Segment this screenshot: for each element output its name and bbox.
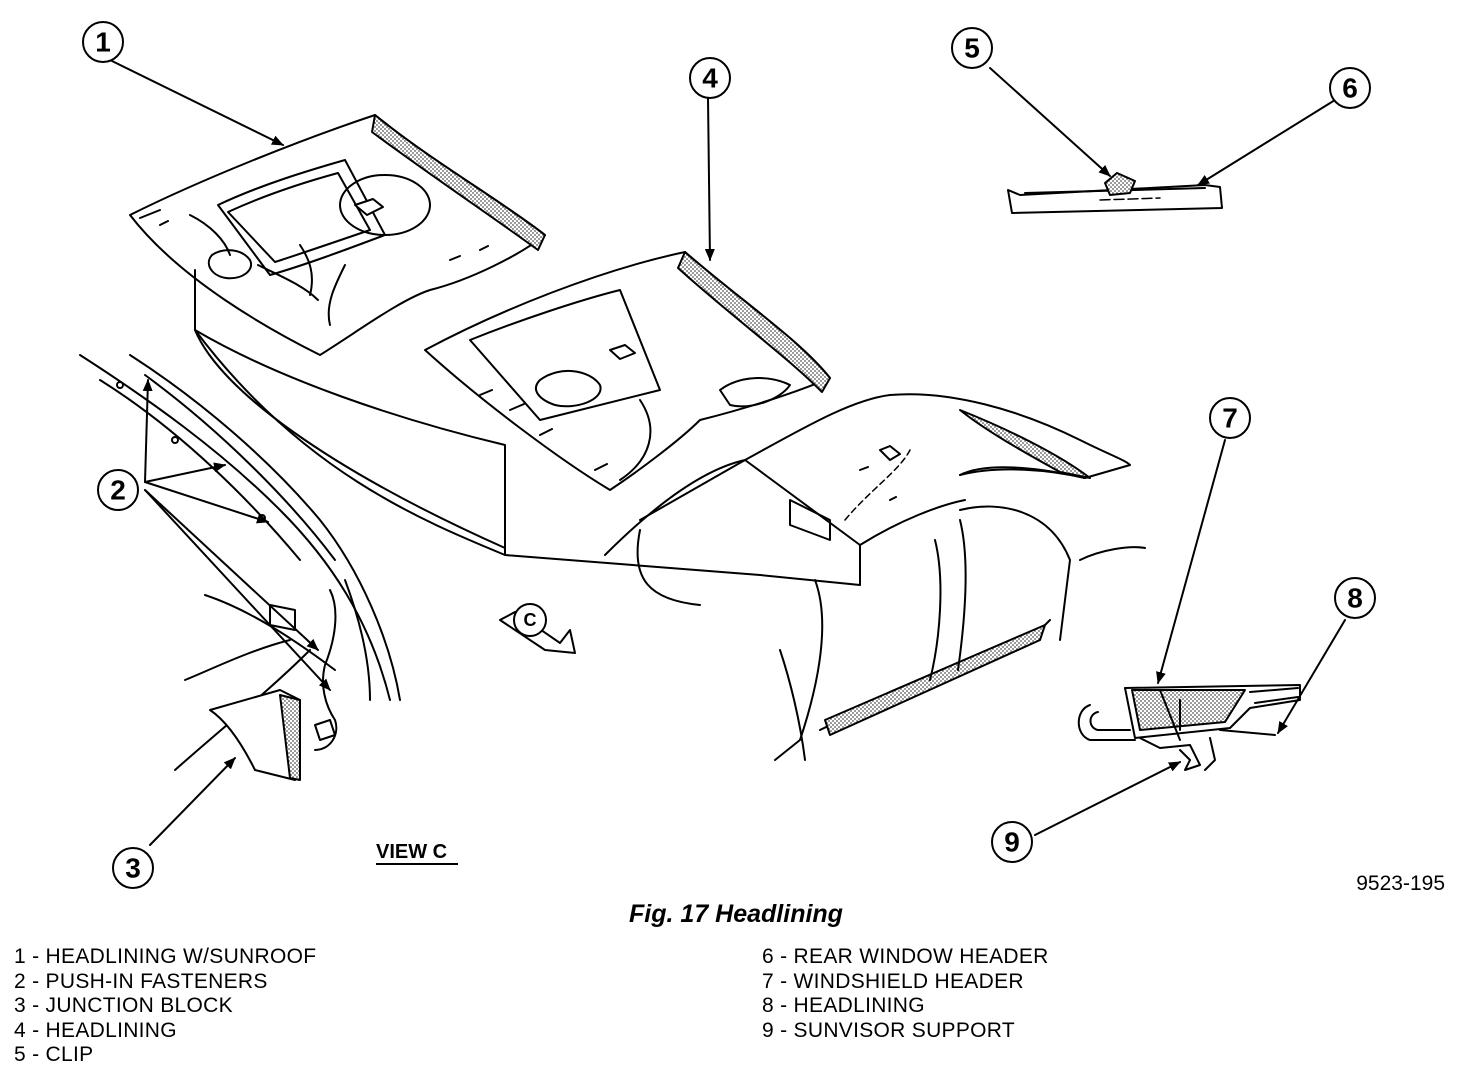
vehicle-body (604, 393, 1146, 761)
legend-item: 3 - JUNCTION BLOCK (14, 994, 233, 1017)
legend-item: 2 - PUSH-IN FASTENERS (14, 969, 268, 993)
callout-1: 1 (95, 27, 111, 58)
headlining-with-sunroof (129, 114, 546, 556)
legend-item: 8 - HEADLINING (762, 994, 925, 1017)
windshield-header-section (1077, 684, 1301, 771)
view-arrow-letter: C (524, 610, 537, 630)
callout-6: 6 (1342, 73, 1358, 104)
legend-right: 6 - REAR WINDOW HEADER 7 - WINDSHIELD HE… (762, 945, 1049, 1043)
callout-9: 9 (1004, 827, 1020, 858)
legend-item: 5 - CLIP (14, 1043, 94, 1066)
legend-item: 7 - WINDSHIELD HEADER (762, 969, 1024, 993)
legend-left: 1 - HEADLINING W/SUNROOF 2 - PUSH-IN FAS… (14, 945, 316, 1068)
headlining (424, 251, 831, 491)
callout-7: 7 (1222, 403, 1238, 434)
legend-item: 1 - HEADLINING W/SUNROOF (14, 945, 317, 968)
callout-8: 8 (1347, 583, 1363, 614)
rear-window-header (1007, 172, 1223, 214)
legend-item: 6 - REAR WINDOW HEADER (762, 945, 1049, 968)
view-c-arrow (499, 603, 576, 654)
leader-lines (109, 59, 1346, 846)
drawing-code: 9523-195 (1356, 872, 1445, 895)
callout-circles (82, 21, 1376, 889)
callout-4: 4 (702, 63, 718, 94)
legend-item: 9 - SUNVISOR SUPPORT (762, 1018, 1015, 1042)
callout-3: 3 (125, 853, 141, 884)
callout-5: 5 (964, 33, 980, 64)
legend-item: 4 - HEADLINING (14, 1018, 177, 1042)
figure-caption: Fig. 17 Headlining (629, 900, 843, 928)
callout-2: 2 (110, 475, 126, 506)
view-c-label: VIEW C (376, 841, 447, 863)
view-c-detail (79, 354, 401, 781)
